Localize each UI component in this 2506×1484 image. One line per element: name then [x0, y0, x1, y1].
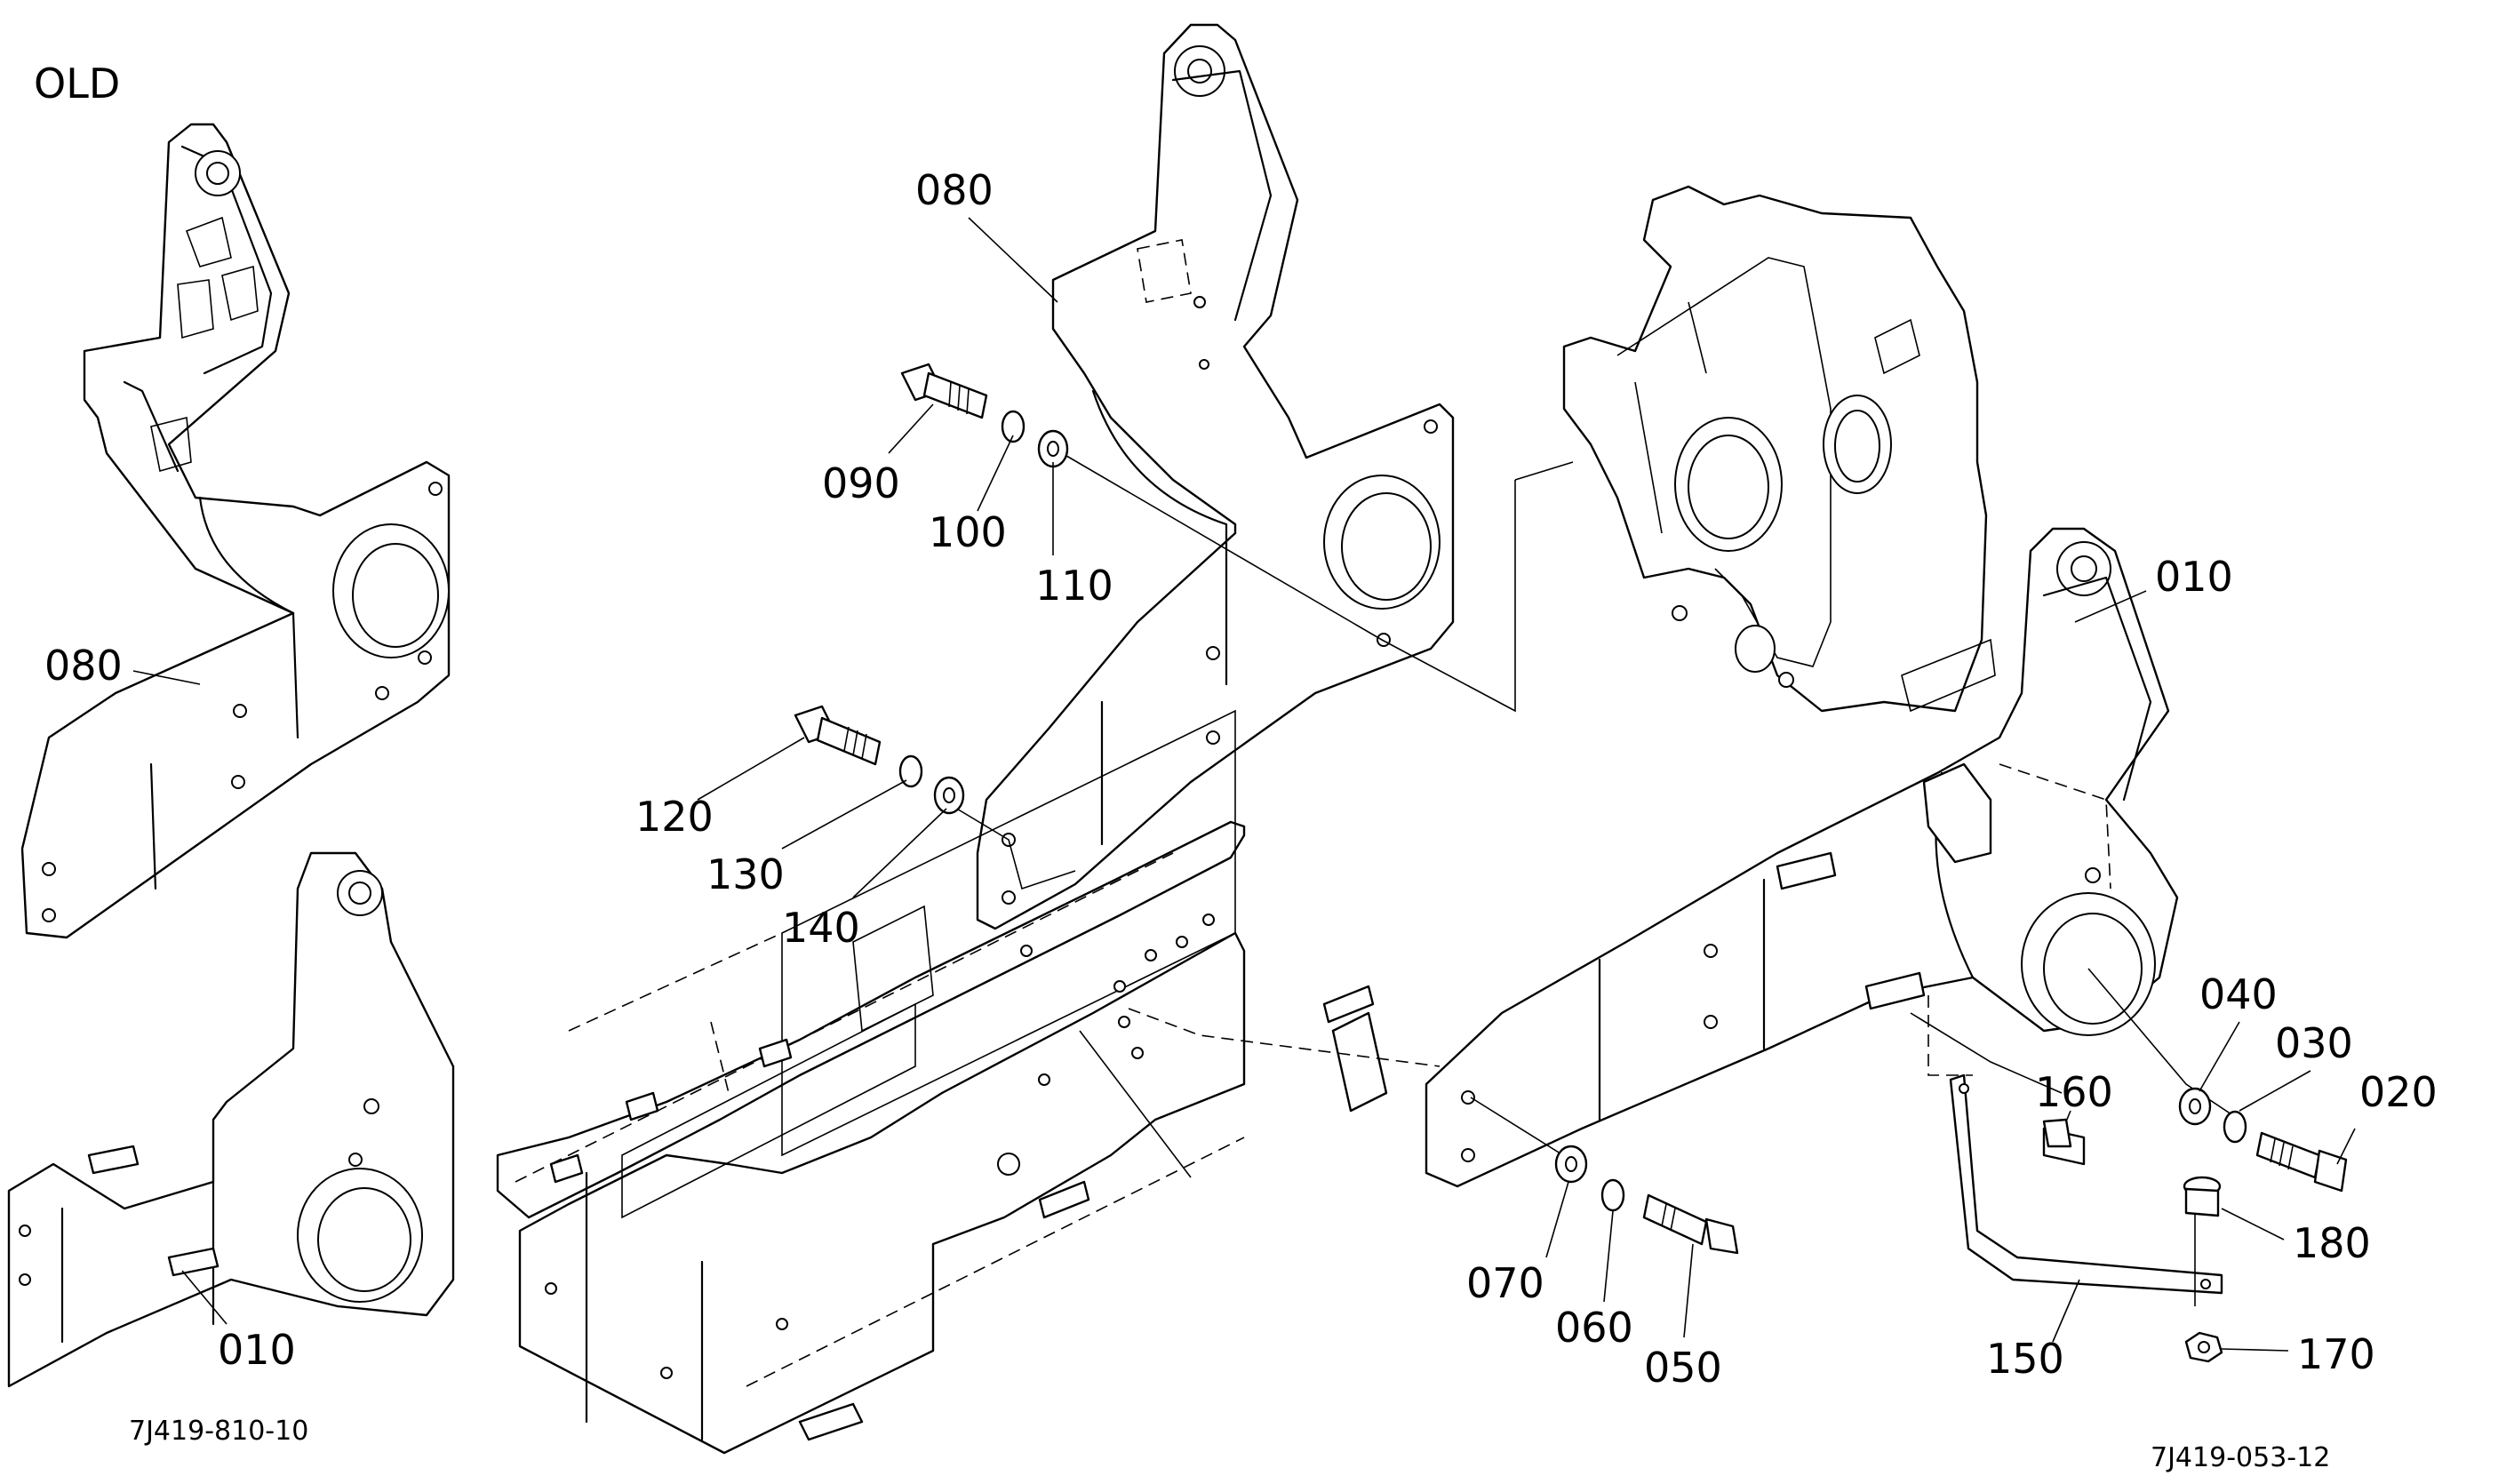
callout-160: 160 — [2035, 1068, 2113, 1116]
diagram-code-right: 7J419-053-12 — [2151, 1442, 2330, 1473]
assembly-guide-lines — [941, 452, 2240, 1306]
callout-090: 090 — [822, 459, 900, 507]
nut-170-shape — [2184, 1331, 2223, 1363]
callout-170: 170 — [2297, 1330, 2375, 1378]
plug-180-shape — [2183, 1176, 2222, 1217]
old-label: OLD — [34, 60, 120, 108]
bolt-050-shape — [1642, 1193, 1739, 1255]
callout-030: 030 — [2275, 1019, 2353, 1067]
labels: OLD 080 010 080 090 100 110 120 130 140 … — [34, 60, 2438, 1473]
callout-010: 010 — [2155, 553, 2233, 601]
bracket-150 — [1949, 1073, 2223, 1295]
diagram-code-left: 7J419-810-10 — [129, 1416, 308, 1447]
callout-110: 110 — [1035, 562, 1113, 610]
callout-040: 040 — [2199, 970, 2278, 1018]
main-bracket-arm-lower — [1425, 527, 2179, 1188]
callout-050: 050 — [1644, 1344, 1722, 1392]
callout-060: 060 — [1555, 1304, 1633, 1352]
callout-100: 100 — [929, 508, 1007, 556]
callout-080: 080 — [915, 166, 994, 214]
fasteners — [794, 363, 2348, 1363]
callout-080-old: 080 — [44, 642, 123, 690]
bolt-090-shape — [900, 363, 988, 419]
callout-180: 180 — [2293, 1219, 2371, 1267]
callout-020: 020 — [2359, 1068, 2438, 1116]
leader-lines — [132, 217, 2356, 1352]
callout-130: 130 — [706, 850, 785, 898]
washer-060-shape — [1600, 1178, 1625, 1212]
callout-010-old: 010 — [218, 1326, 296, 1374]
callout-070: 070 — [1466, 1259, 1544, 1307]
washer-130-shape — [898, 754, 923, 788]
old-front-axle-bracket-bottom — [7, 851, 455, 1388]
main-frame-chassis — [496, 709, 1388, 1455]
washer-030-shape — [2223, 1110, 2247, 1144]
bolt-120-shape — [794, 705, 882, 766]
callout-120: 120 — [635, 793, 714, 841]
main-bracket-arm-upper — [976, 23, 1455, 930]
engine-flywheel-housing — [1562, 185, 1996, 713]
bolt-020-shape — [2255, 1131, 2348, 1193]
washer-100-shape — [1001, 410, 1026, 443]
callout-140: 140 — [782, 904, 860, 952]
callout-150: 150 — [1986, 1335, 2064, 1383]
old-front-axle-bracket-top — [20, 123, 451, 939]
bolt-160-shape — [2042, 1118, 2086, 1166]
